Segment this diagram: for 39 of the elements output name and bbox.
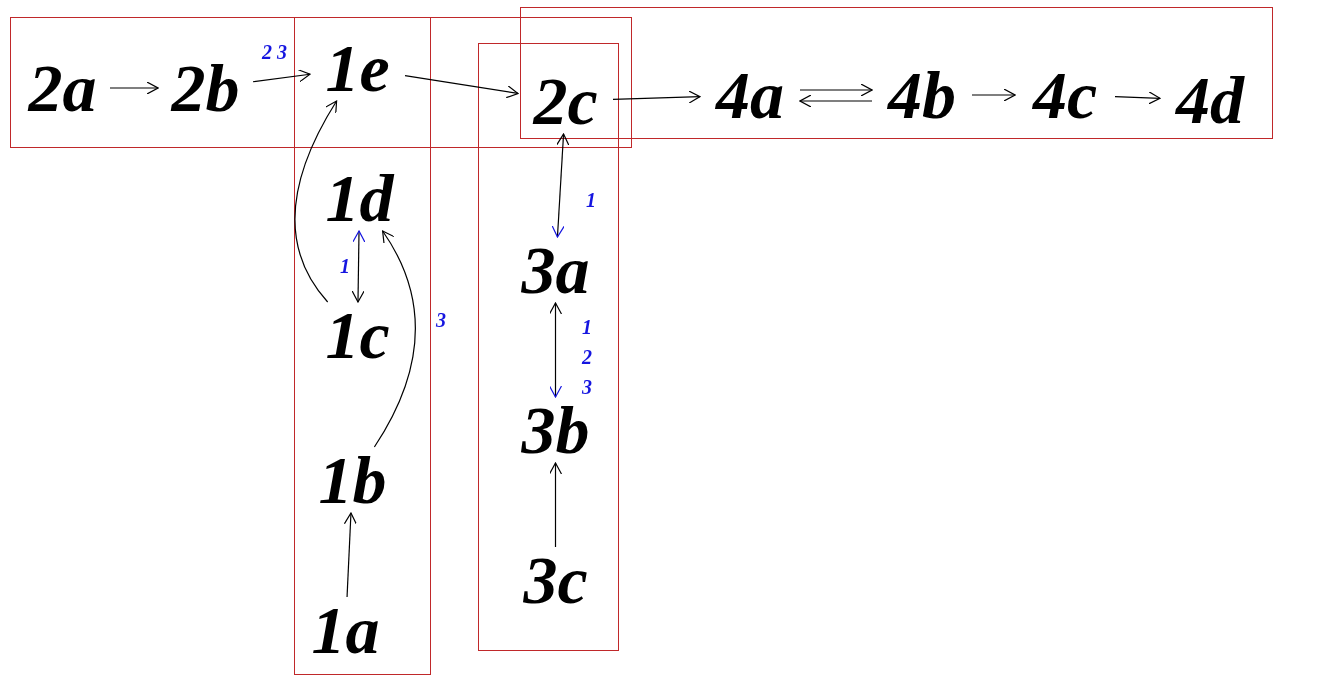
group-frame	[478, 43, 619, 651]
arrow	[294, 100, 338, 303]
edge-label: 3	[436, 310, 446, 330]
arrow	[548, 302, 563, 398]
arrow	[343, 512, 358, 598]
arrow	[351, 230, 366, 303]
edge-label: 1 2 3	[581, 315, 593, 400]
edge-label: 1	[340, 256, 350, 276]
arrow	[612, 90, 701, 104]
group-frame	[10, 17, 632, 148]
compound-label: 4b	[888, 63, 956, 127]
arrow	[799, 94, 873, 108]
group-frame	[294, 17, 431, 675]
compound-label: 2c	[533, 69, 598, 133]
compound-label: 2b	[171, 56, 240, 120]
compound-label: 1e	[325, 36, 390, 100]
compound-label: 3c	[523, 548, 588, 612]
arrow	[799, 83, 873, 97]
arrow	[548, 462, 563, 548]
arrow	[373, 230, 416, 448]
compound-label: 3a	[521, 238, 590, 302]
arrow	[1114, 91, 1161, 105]
compound-label: 1c	[325, 303, 390, 367]
compound-label: 1d	[325, 166, 394, 230]
group-frame	[520, 7, 1273, 139]
compound-label: 4d	[1176, 68, 1244, 132]
arrow	[404, 74, 519, 99]
compound-label: 1a	[311, 598, 380, 662]
edge-label: 1	[586, 190, 596, 210]
compound-label: 2a	[28, 56, 97, 120]
arrow	[971, 88, 1016, 102]
compound-label: 4a	[716, 63, 784, 127]
compound-label: 4c	[1032, 63, 1098, 127]
arrow	[551, 133, 570, 238]
compound-label: 1b	[318, 448, 387, 512]
arrow	[252, 69, 311, 83]
edge-label: 2 3	[262, 42, 287, 62]
arrow	[109, 81, 159, 95]
compound-label: 3b	[521, 398, 590, 462]
